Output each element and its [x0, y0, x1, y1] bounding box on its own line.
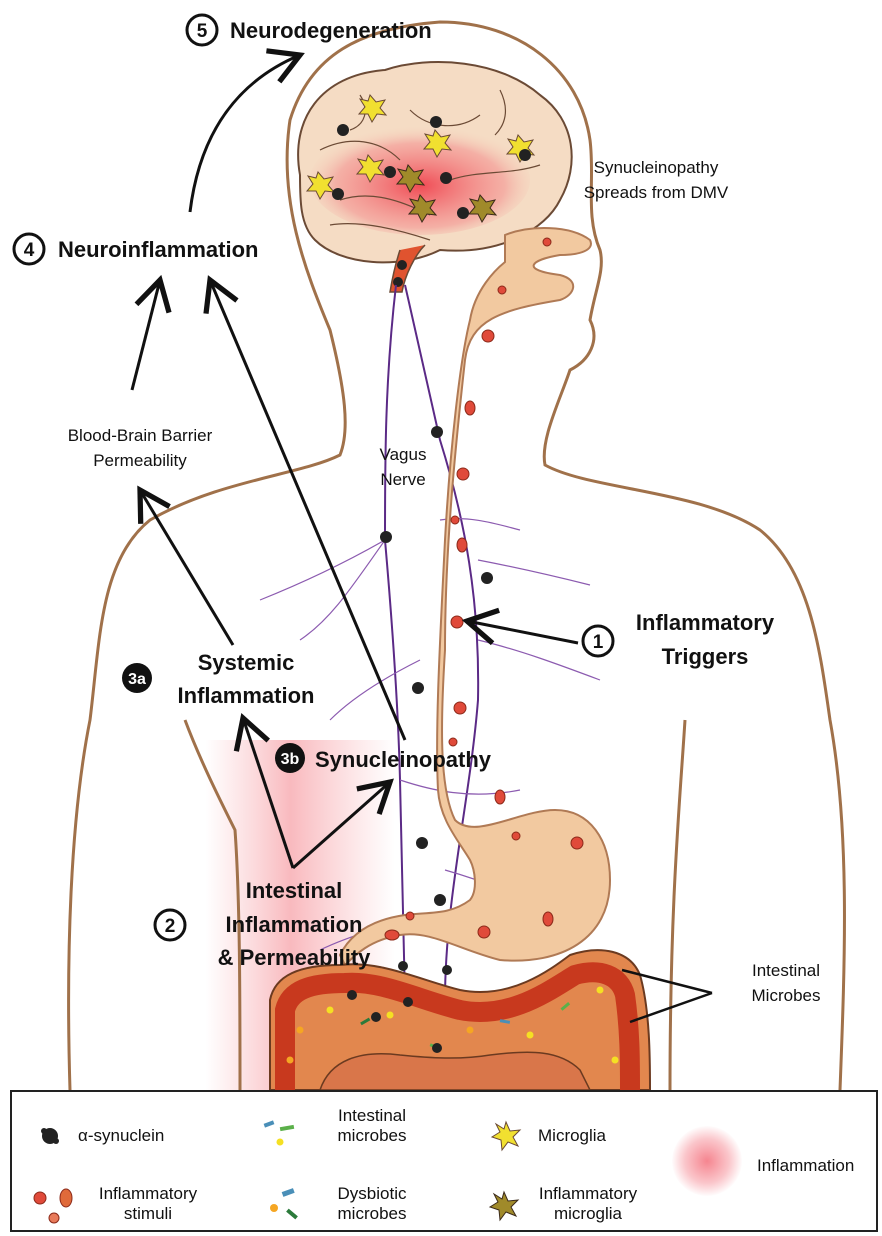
step-3a: 3a Systemic Inflammation [122, 650, 314, 708]
inflammatory-microglia-icon [488, 1190, 520, 1222]
legend-intestinal-microbes-line1: Intestinal [312, 1106, 432, 1126]
right-arm-inner-outline [670, 720, 685, 1090]
legend: α-synuclein Intestinal microbes Microgli… [10, 1090, 878, 1232]
legend-inflammatory-microglia-line1: Inflammatory [518, 1184, 658, 1204]
alpha-synuclein-icon [38, 1124, 62, 1148]
step-3a-label-line2: Inflammation [178, 683, 315, 708]
legend-inflammatory-microglia: Inflammatory microglia [518, 1184, 658, 1224]
step-2-label-line3: & Permeability [218, 945, 372, 970]
step-4: 4 Neuroinflammation [14, 234, 258, 264]
bbb-label-line1: Blood-Brain Barrier [68, 426, 213, 445]
microglia-icon [490, 1120, 522, 1152]
step-4-label: Neuroinflammation [58, 237, 258, 262]
inflammation-icon [672, 1126, 742, 1196]
step-1: 1 Inflammatory Triggers [583, 610, 775, 669]
step-3a-label-line1: Systemic [198, 650, 295, 675]
vagus-label-line1: Vagus [380, 445, 427, 464]
legend-dysbiotic-microbes-line2: microbes [312, 1204, 432, 1224]
legend-intestinal-microbes: Intestinal microbes [312, 1106, 432, 1146]
colon [270, 950, 650, 1090]
vagus-label-line2: Nerve [380, 470, 425, 489]
legend-dysbiotic-microbes: Dysbiotic microbes [312, 1184, 432, 1224]
step-2-label-line1: Intestinal [246, 878, 343, 903]
legend-inflammatory-stimuli-line1: Inflammatory [78, 1184, 218, 1204]
legend-inflammatory-microglia-line2: microglia [518, 1204, 658, 1224]
step-5-number: 5 [197, 21, 208, 42]
step-1-number: 1 [593, 632, 604, 653]
step-5-label: Neurodegeneration [230, 18, 432, 43]
inflammatory-stimuli-icon [30, 1186, 78, 1226]
microbes-label-line2: Microbes [752, 986, 821, 1005]
step-5: 5 Neurodegeneration [187, 15, 432, 45]
step-2: 2 Intestinal Inflammation & Permeability [155, 878, 371, 970]
spread-label-line2: Spreads from DMV [584, 183, 729, 202]
diagram-svg: 5 Neurodegeneration 4 Neuroinflammation … [0, 0, 882, 1090]
step-3b-label: Synucleinopathy [315, 747, 492, 772]
dysbiotic-microbes-icon [264, 1186, 304, 1226]
microbes-label-line1: Intestinal [752, 961, 820, 980]
step-3b-number: 3b [281, 751, 300, 768]
legend-alpha-synuclein: α-synuclein [78, 1126, 164, 1146]
step-2-label-line2: Inflammation [226, 912, 363, 937]
legend-intestinal-microbes-line2: microbes [312, 1126, 432, 1146]
step-1-label-line2: Triggers [662, 644, 749, 669]
legend-inflammatory-stimuli: Inflammatory stimuli [78, 1184, 218, 1224]
bbb-label-line2: Permeability [93, 451, 187, 470]
intestinal-microbes-icon [260, 1116, 300, 1150]
legend-microglia: Microglia [538, 1126, 606, 1146]
legend-dysbiotic-microbes-line1: Dysbiotic [312, 1184, 432, 1204]
legend-inflammatory-stimuli-line2: stimuli [78, 1204, 218, 1224]
step-4-number: 4 [24, 240, 35, 261]
step-3a-number: 3a [128, 671, 146, 688]
step-1-label-line1: Inflammatory [636, 610, 775, 635]
step-2-number: 2 [165, 916, 176, 937]
legend-inflammation: Inflammation [757, 1156, 854, 1176]
spread-label-line1: Synucleinopathy [594, 158, 719, 177]
